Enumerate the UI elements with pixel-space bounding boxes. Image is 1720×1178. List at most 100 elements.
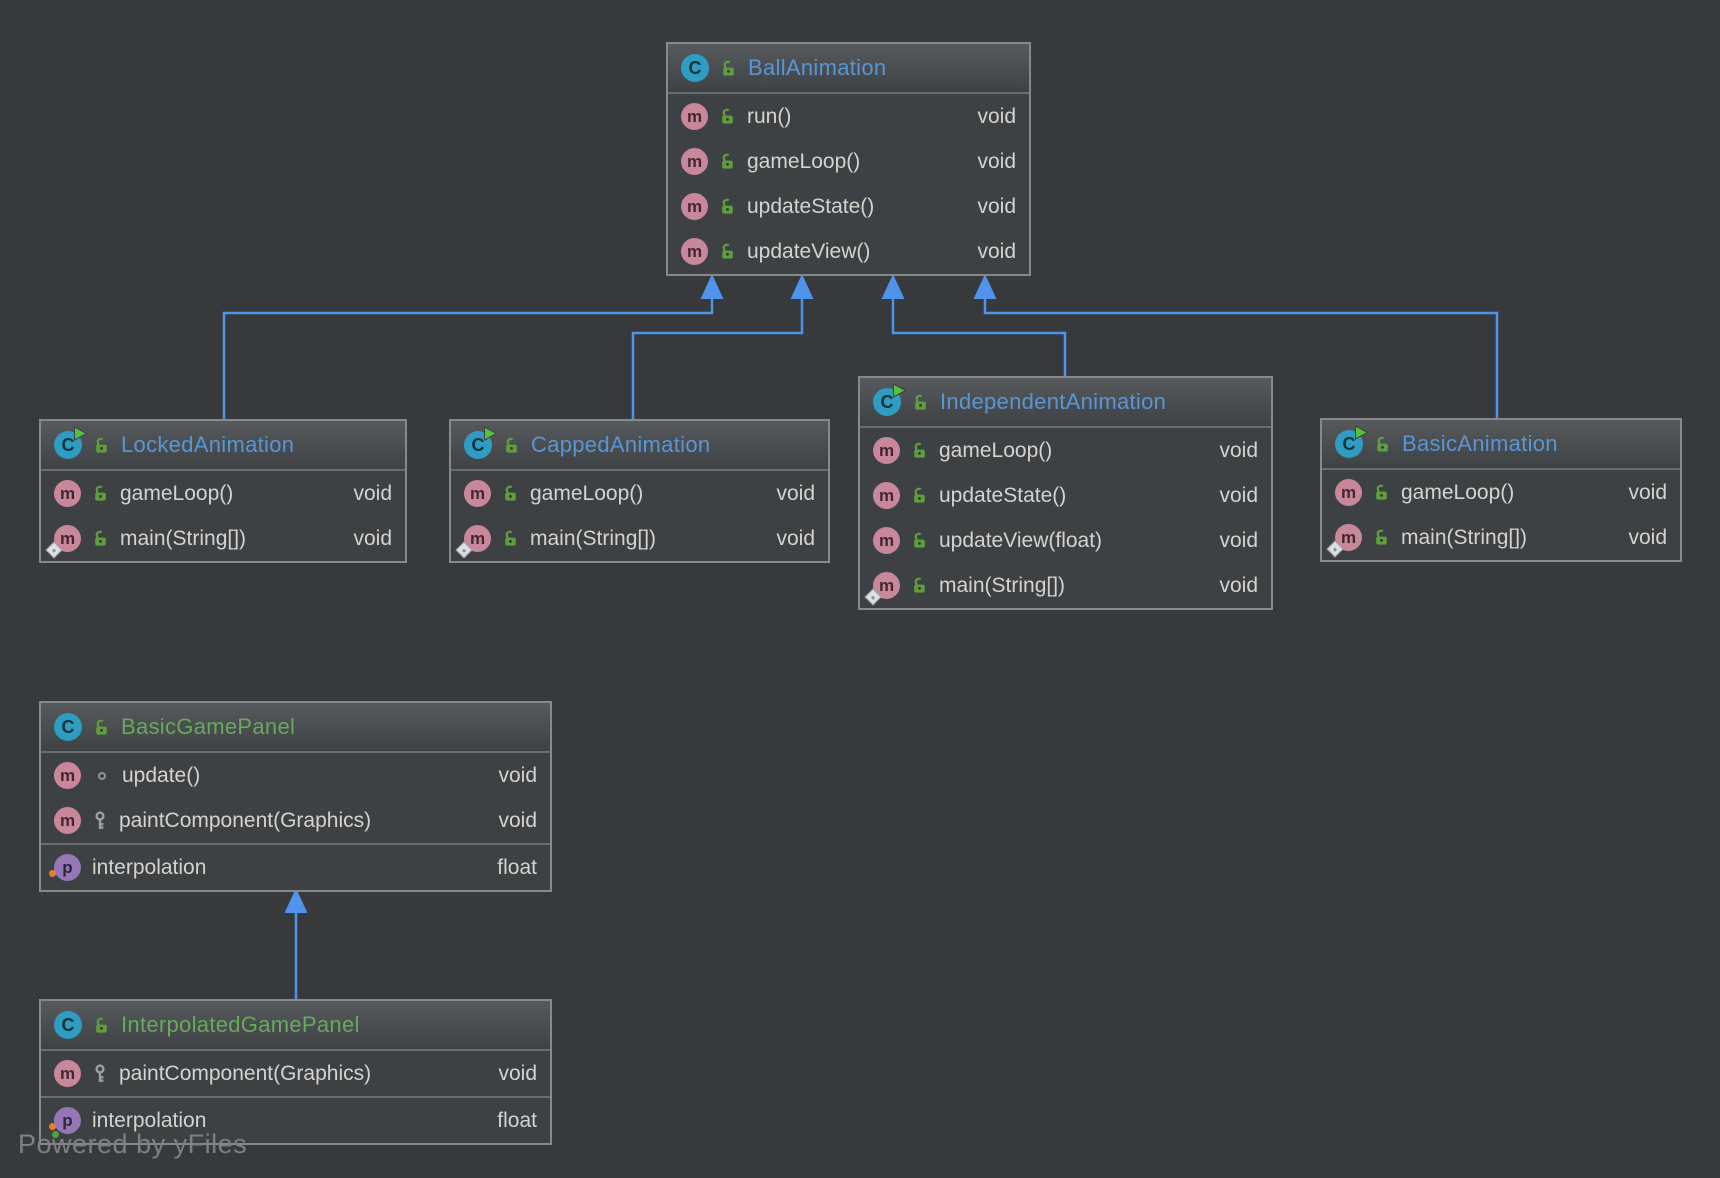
method-icon: m [873, 437, 900, 464]
class-icon: C [873, 383, 907, 416]
lock-open-icon [722, 198, 733, 214]
lock-open-icon [506, 437, 517, 453]
method-return-type: void [353, 526, 392, 550]
method-icon: m [681, 148, 708, 175]
method-icon-letter: m [59, 484, 76, 503]
class-name: BallAnimation [748, 55, 887, 80]
lock-open-icon [96, 1017, 107, 1033]
method-icon-letter: m [686, 197, 703, 216]
lock-open-icon [914, 442, 925, 458]
method-icon: m [464, 480, 491, 507]
method-return-type: void [1219, 528, 1258, 552]
field-marker-dot-green [52, 1131, 59, 1138]
inheritance-edge [222, 299, 714, 419]
inheritance-arrowhead [973, 274, 997, 299]
method-name: updateState() [939, 483, 1067, 507]
method-icon-letter: m [878, 531, 895, 550]
lock-open-icon [505, 485, 516, 501]
class-name: CappedAnimation [531, 432, 711, 457]
method-name: paintComponent(Graphics) [119, 1061, 372, 1085]
inheritance-edge [631, 299, 804, 419]
method-icon-letter: m [686, 152, 703, 171]
method-name: run() [747, 104, 792, 128]
method-icon-letter: m [878, 486, 895, 505]
method-icon: m [1326, 524, 1362, 558]
method-name: gameLoop() [747, 149, 861, 173]
class-name: BasicGamePanel [121, 714, 296, 739]
method-name: main(String[]) [120, 526, 247, 550]
lock-open-icon [722, 108, 733, 124]
method-return-type: void [1628, 480, 1667, 504]
yfiles-watermark: Powered by yFiles [18, 1129, 248, 1159]
lock-open-icon [915, 394, 926, 410]
class-icon-letter: C [61, 435, 75, 455]
lock-open-icon [722, 243, 733, 259]
method-name: gameLoop() [120, 481, 234, 505]
method-icon-letter: m [469, 484, 486, 503]
method-name: gameLoop() [530, 481, 644, 505]
method-icon: m [873, 527, 900, 554]
protected-key-icon [95, 1063, 105, 1082]
method-icon: m [45, 525, 81, 559]
method-icon: m [1335, 479, 1362, 506]
package-private-icon [92, 771, 111, 780]
method-name: main(String[]) [939, 573, 1066, 597]
run-overlay-icon [74, 426, 88, 441]
method-name: updateView() [747, 239, 871, 263]
class-header[interactable]: C BasicGamePanel [41, 703, 550, 753]
lock-open-icon [1376, 484, 1387, 500]
method-icon-letter: m [59, 766, 76, 785]
class-name: InterpolatedGamePanel [121, 1012, 360, 1037]
method-row[interactable]: m gameLoop() void [451, 471, 828, 516]
class-icon: C [54, 713, 82, 741]
lock-open-icon [914, 577, 925, 593]
method-icon: m [864, 572, 900, 606]
lock-open-icon [1377, 436, 1388, 452]
method-row[interactable]: m main(String[]) void [41, 516, 405, 561]
field-marker-dot-orange [49, 870, 56, 877]
method-icon-letter: m [686, 107, 703, 126]
method-icon: m [873, 482, 900, 509]
method-name: main(String[]) [1401, 525, 1528, 549]
method-icon: m [681, 103, 708, 130]
method-name: gameLoop() [939, 438, 1053, 462]
lock-open-icon [723, 60, 734, 76]
inheritance-arrowhead [790, 274, 814, 299]
method-return-type: void [977, 239, 1016, 263]
lock-open-icon [914, 532, 925, 548]
run-overlay-icon [1355, 425, 1369, 440]
class-name: BasicAnimation [1402, 431, 1558, 456]
method-return-type: void [776, 481, 815, 505]
